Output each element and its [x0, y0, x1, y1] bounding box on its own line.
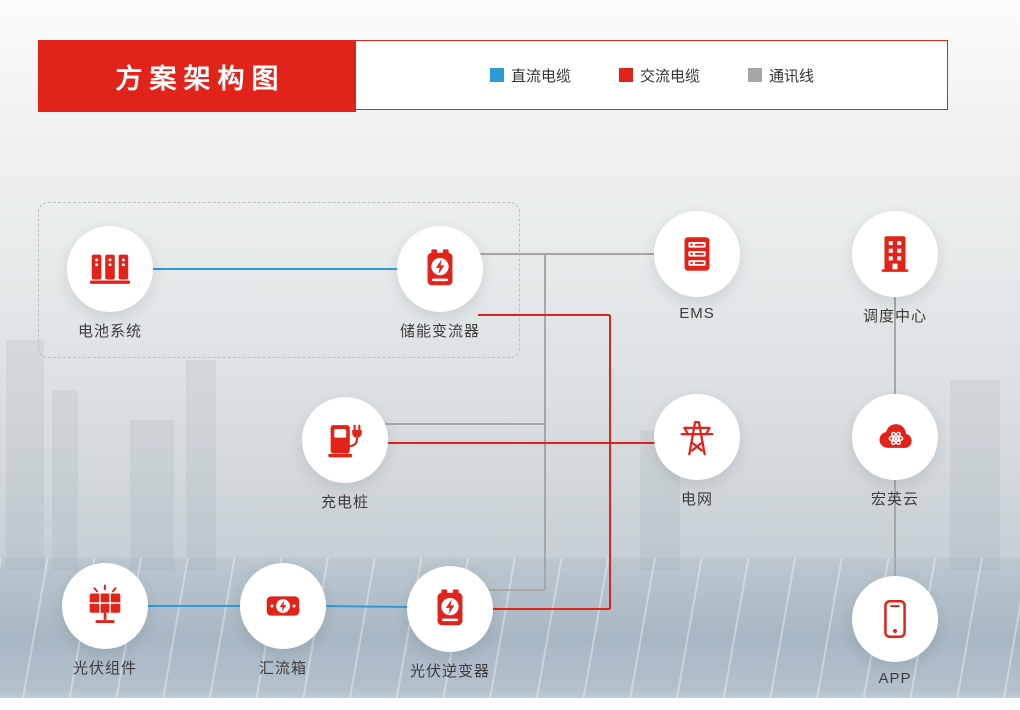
legend-label: 直流电缆: [510, 67, 571, 85]
node-label: 储能变流器: [399, 323, 480, 340]
smartphone-icon: [852, 576, 938, 662]
comm-line-swatch: [748, 68, 762, 82]
node-hongying-cloud: 宏英云: [852, 394, 938, 508]
node-pv-inverter: 光伏逆变器: [407, 566, 493, 680]
building-icon: [852, 211, 938, 297]
page-title: 方案架构图: [115, 63, 286, 94]
node-label: 调度中心: [862, 308, 927, 325]
storage-converter-icon: [397, 226, 483, 312]
dc-line-combiner-to-inverter: [324, 605, 408, 608]
legend-label: 通讯线: [769, 67, 815, 85]
title-block: 方案架构图: [38, 40, 356, 112]
ems-server-icon: [654, 211, 740, 297]
legend-item-ac-cable: 交流电缆: [618, 65, 700, 86]
node-battery-system: 电池系统: [67, 226, 153, 340]
bottom-strip: [0, 698, 1020, 710]
dc-cable-swatch: [489, 68, 504, 82]
node-storage-pcs: 储能变流器: [397, 226, 483, 340]
node-dispatch-center: 调度中心: [852, 211, 938, 325]
node-ems: EMS: [654, 211, 740, 322]
node-label: 电网: [680, 491, 713, 508]
node-label: 光伏组件: [72, 660, 137, 677]
cloud-icon: [852, 394, 938, 480]
node-label: APP: [878, 670, 912, 687]
storage-group-dashed-box: [38, 202, 520, 358]
node-label: 光伏逆变器: [409, 663, 490, 680]
node-label: 充电桩: [320, 494, 369, 511]
node-combiner-box: 汇流箱: [240, 563, 326, 677]
battery-cabinet-icon: [67, 226, 153, 312]
node-label: 汇流箱: [258, 660, 307, 677]
legend-item-dc-cable: 直流电缆: [489, 65, 571, 86]
legend-label: 交流电缆: [639, 67, 700, 85]
solar-panel-icon: [62, 563, 148, 649]
legend-item-comm-line: 通讯线: [748, 65, 814, 86]
node-app: APP: [852, 576, 938, 687]
node-label: 电池系统: [77, 323, 142, 340]
legend: 直流电缆 交流电缆 通讯线: [357, 41, 947, 109]
combiner-box-icon: [240, 563, 326, 649]
node-charging-pile: 充电桩: [302, 397, 388, 511]
transmission-tower-icon: [654, 394, 740, 480]
node-label: EMS: [679, 305, 715, 322]
ac-cable-swatch: [618, 68, 633, 82]
node-label: 宏英云: [870, 491, 919, 508]
node-power-grid: 电网: [654, 394, 740, 508]
pv-inverter-icon: [407, 566, 493, 652]
node-pv-module: 光伏组件: [62, 563, 148, 677]
header-bar: 方案架构图 直流电缆 交流电缆 通讯线: [38, 40, 948, 112]
ev-charger-icon: [302, 397, 388, 483]
